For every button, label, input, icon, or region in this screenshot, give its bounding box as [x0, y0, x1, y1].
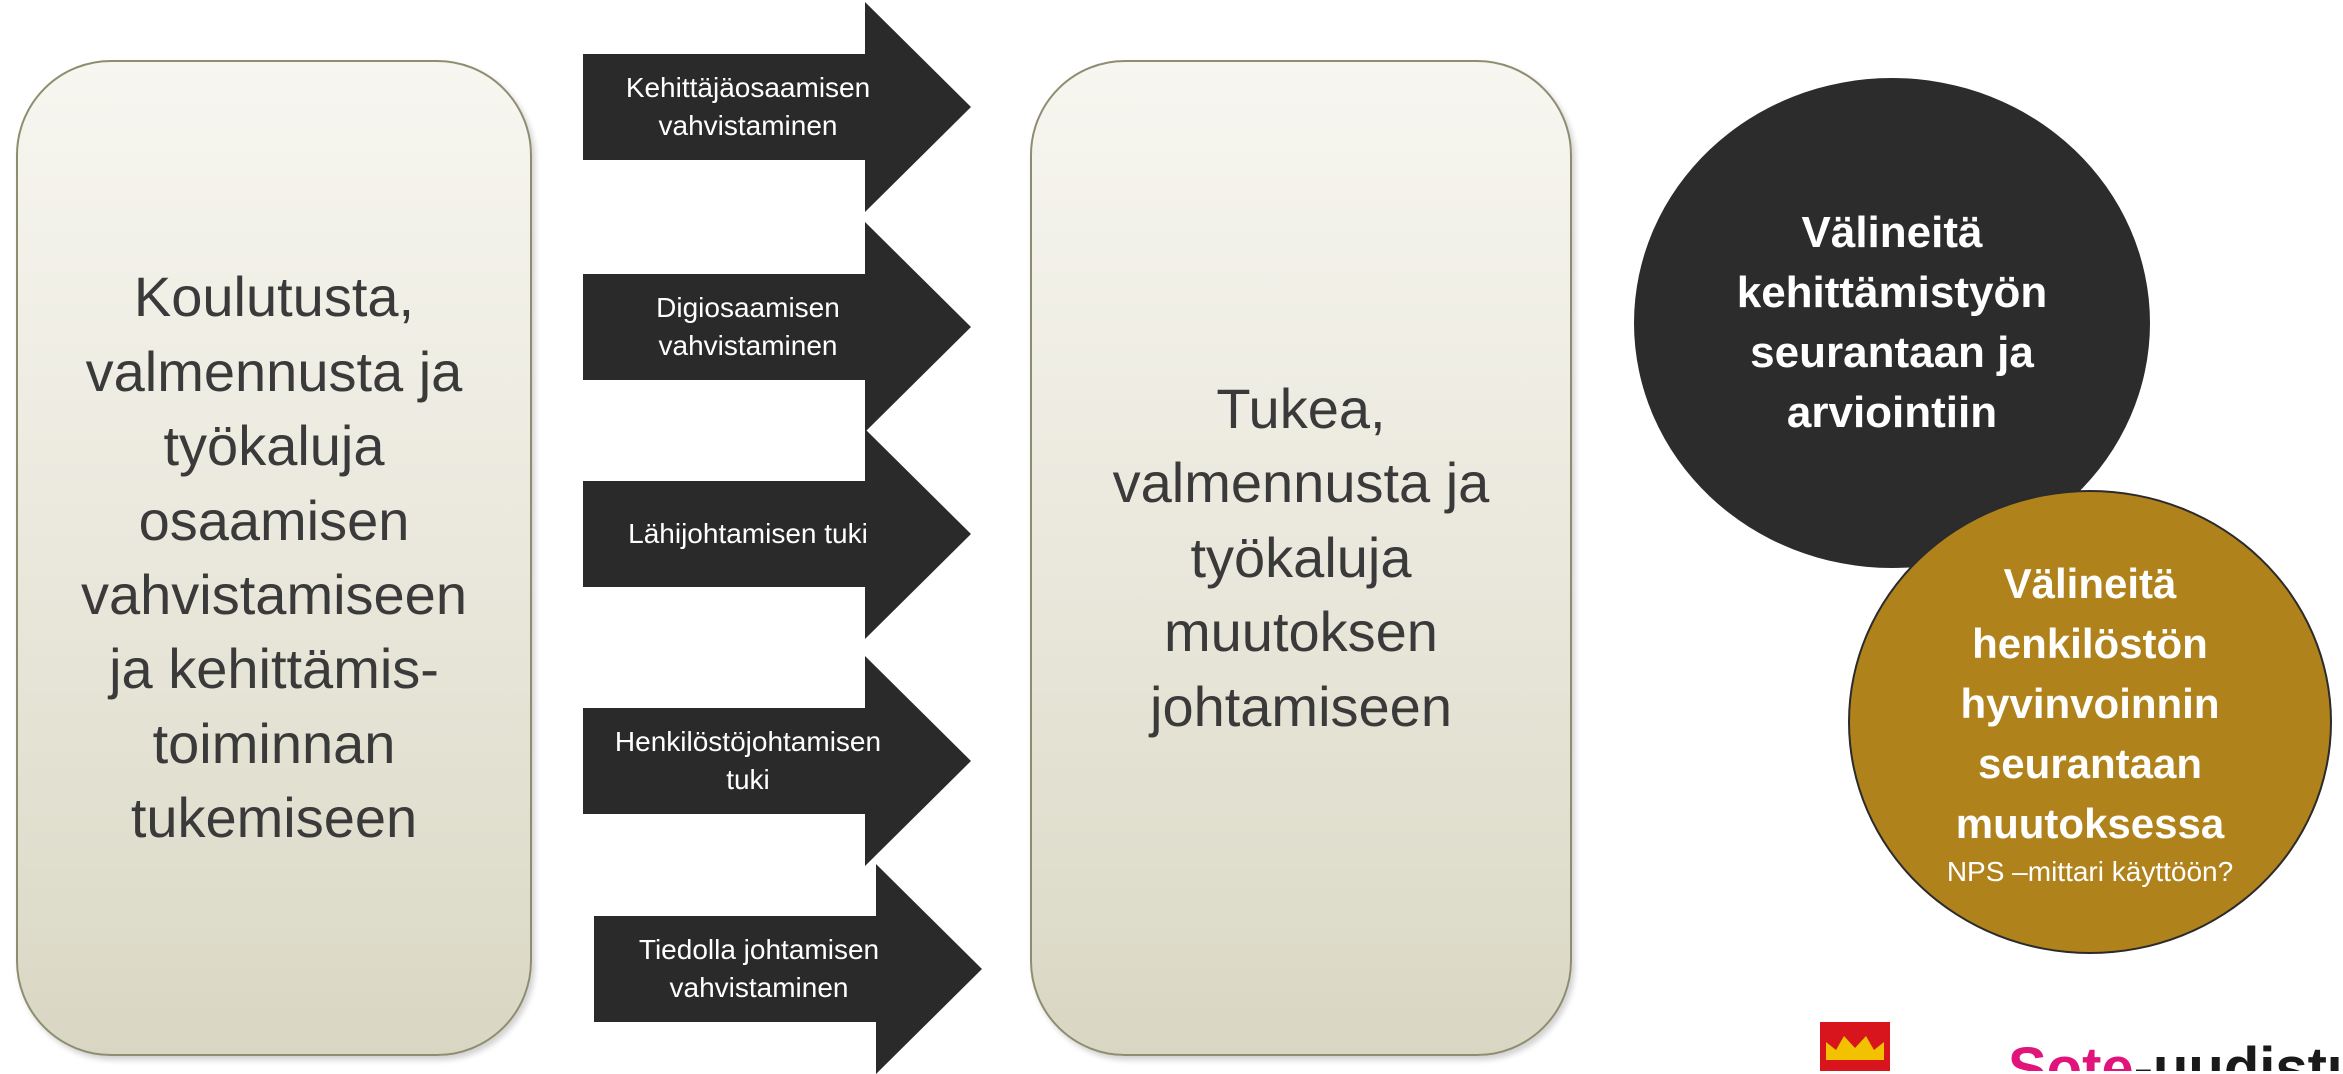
arrow-shape	[594, 864, 982, 1074]
arrow-label-line: vahvistaminen	[658, 110, 838, 141]
middle-box-line: johtamiseen	[1150, 674, 1452, 738]
arrow-label-line: vahvistaminen	[669, 972, 849, 1003]
middle-box-text: Tukea, valmennusta ja työkaluja muutokse…	[1113, 372, 1490, 744]
dark-circle-line: Välineitä	[1801, 208, 1983, 258]
left-box-line: työkaluja	[163, 414, 385, 478]
arrow-tiedolla-johtaminen: Tiedolla johtamisen vahvistaminen	[594, 864, 984, 1074]
left-box-line: valmennusta ja	[85, 339, 463, 403]
arrow-shape	[583, 222, 971, 432]
gold-circle-note: NPS –mittari käyttöön?	[1946, 855, 2234, 887]
dark-circle-line: arviointiin	[1786, 387, 1998, 437]
sote-uudistus-logo: Sote-uudistus	[1820, 1022, 2343, 1071]
arrow-shape	[583, 656, 971, 866]
left-box-line: toiminnan	[152, 711, 396, 775]
arrow-label-line: Henkilöstöjohtamisen	[614, 726, 882, 758]
arrow-label-line: Lähijohtamisen tuki	[628, 518, 868, 550]
arrow-digiosaaminen: Digiosaamisen vahvistaminen	[583, 222, 973, 432]
arrow-label-line: Tiedolla johtamisen	[638, 934, 880, 966]
left-box-line: Koulutusta,	[133, 265, 415, 329]
middle-box-line: työkaluja	[1190, 525, 1412, 589]
gold-circle-line: henkilöstön	[1972, 619, 2208, 667]
middle-box-line: valmennusta ja	[1112, 451, 1490, 515]
gold-circle-line: hyvinvoinnin	[1960, 679, 2220, 727]
crown-coat-of-arms-icon	[1820, 1022, 1890, 1071]
dark-circle-line: seurantaan ja	[1750, 328, 2034, 377]
left-text-box: Koulutusta, valmennusta ja työkaluja osa…	[16, 60, 532, 1056]
arrow-label: Lähijohtamisen tuki	[583, 429, 913, 639]
arrow-henkilostojohtaminen: Henkilöstöjohtamisen tuki	[583, 656, 973, 866]
arrow-label: Digiosaamisen vahvistaminen	[583, 222, 913, 432]
arrow-label-line: Digiosaamisen	[656, 292, 840, 324]
arrow-lahijohtaminen: Lähijohtamisen tuki	[583, 429, 973, 639]
gold-circle: Välineitä henkilöstön hyvinvoinnin seura…	[1848, 490, 2332, 954]
gold-circle-line: seurantaan	[1977, 739, 2203, 787]
arrow-shape	[583, 2, 971, 212]
arrow-label-line: Kehittäjäosaamisen	[625, 72, 871, 104]
arrow-label: Kehittäjäosaamisen vahvistaminen	[583, 2, 913, 212]
logo-text: Sote-uudistus	[2008, 1040, 2343, 1072]
left-box-line: vahvistamiseen	[81, 563, 467, 626]
gold-circle-line: Välineitä	[2003, 559, 2177, 607]
dark-circle: Välineitä kehittämistyön seurantaan ja a…	[1634, 78, 2150, 568]
arrow-label-line: tuki	[726, 764, 770, 795]
gold-circle-line: muutoksessa	[1955, 799, 2225, 847]
arrow-shape	[583, 429, 971, 639]
left-box-line: ja kehittämis-	[109, 637, 439, 701]
left-box-line: osaamisen	[138, 488, 410, 552]
left-box-text: Koulutusta, valmennusta ja työkaluja osa…	[81, 260, 467, 856]
left-box-line: tukemiseen	[130, 786, 418, 850]
arrow-label-line: vahvistaminen	[658, 330, 838, 361]
middle-box-line: Tukea,	[1216, 376, 1386, 440]
arrow-kehittajaosaaminen: Kehittäjäosaamisen vahvistaminen	[583, 2, 973, 212]
dark-circle-line: kehittämistyön	[1736, 268, 2048, 318]
logo-text-accent: Sote	[2008, 1036, 2134, 1072]
middle-box-line: muutoksen	[1164, 600, 1438, 664]
logo-text-rest: -uudistus	[2133, 1036, 2343, 1072]
arrow-label: Tiedolla johtamisen vahvistaminen	[594, 864, 924, 1074]
arrow-label: Henkilöstöjohtamisen tuki	[583, 656, 913, 866]
middle-text-box: Tukea, valmennusta ja työkaluja muutokse…	[1030, 60, 1572, 1056]
